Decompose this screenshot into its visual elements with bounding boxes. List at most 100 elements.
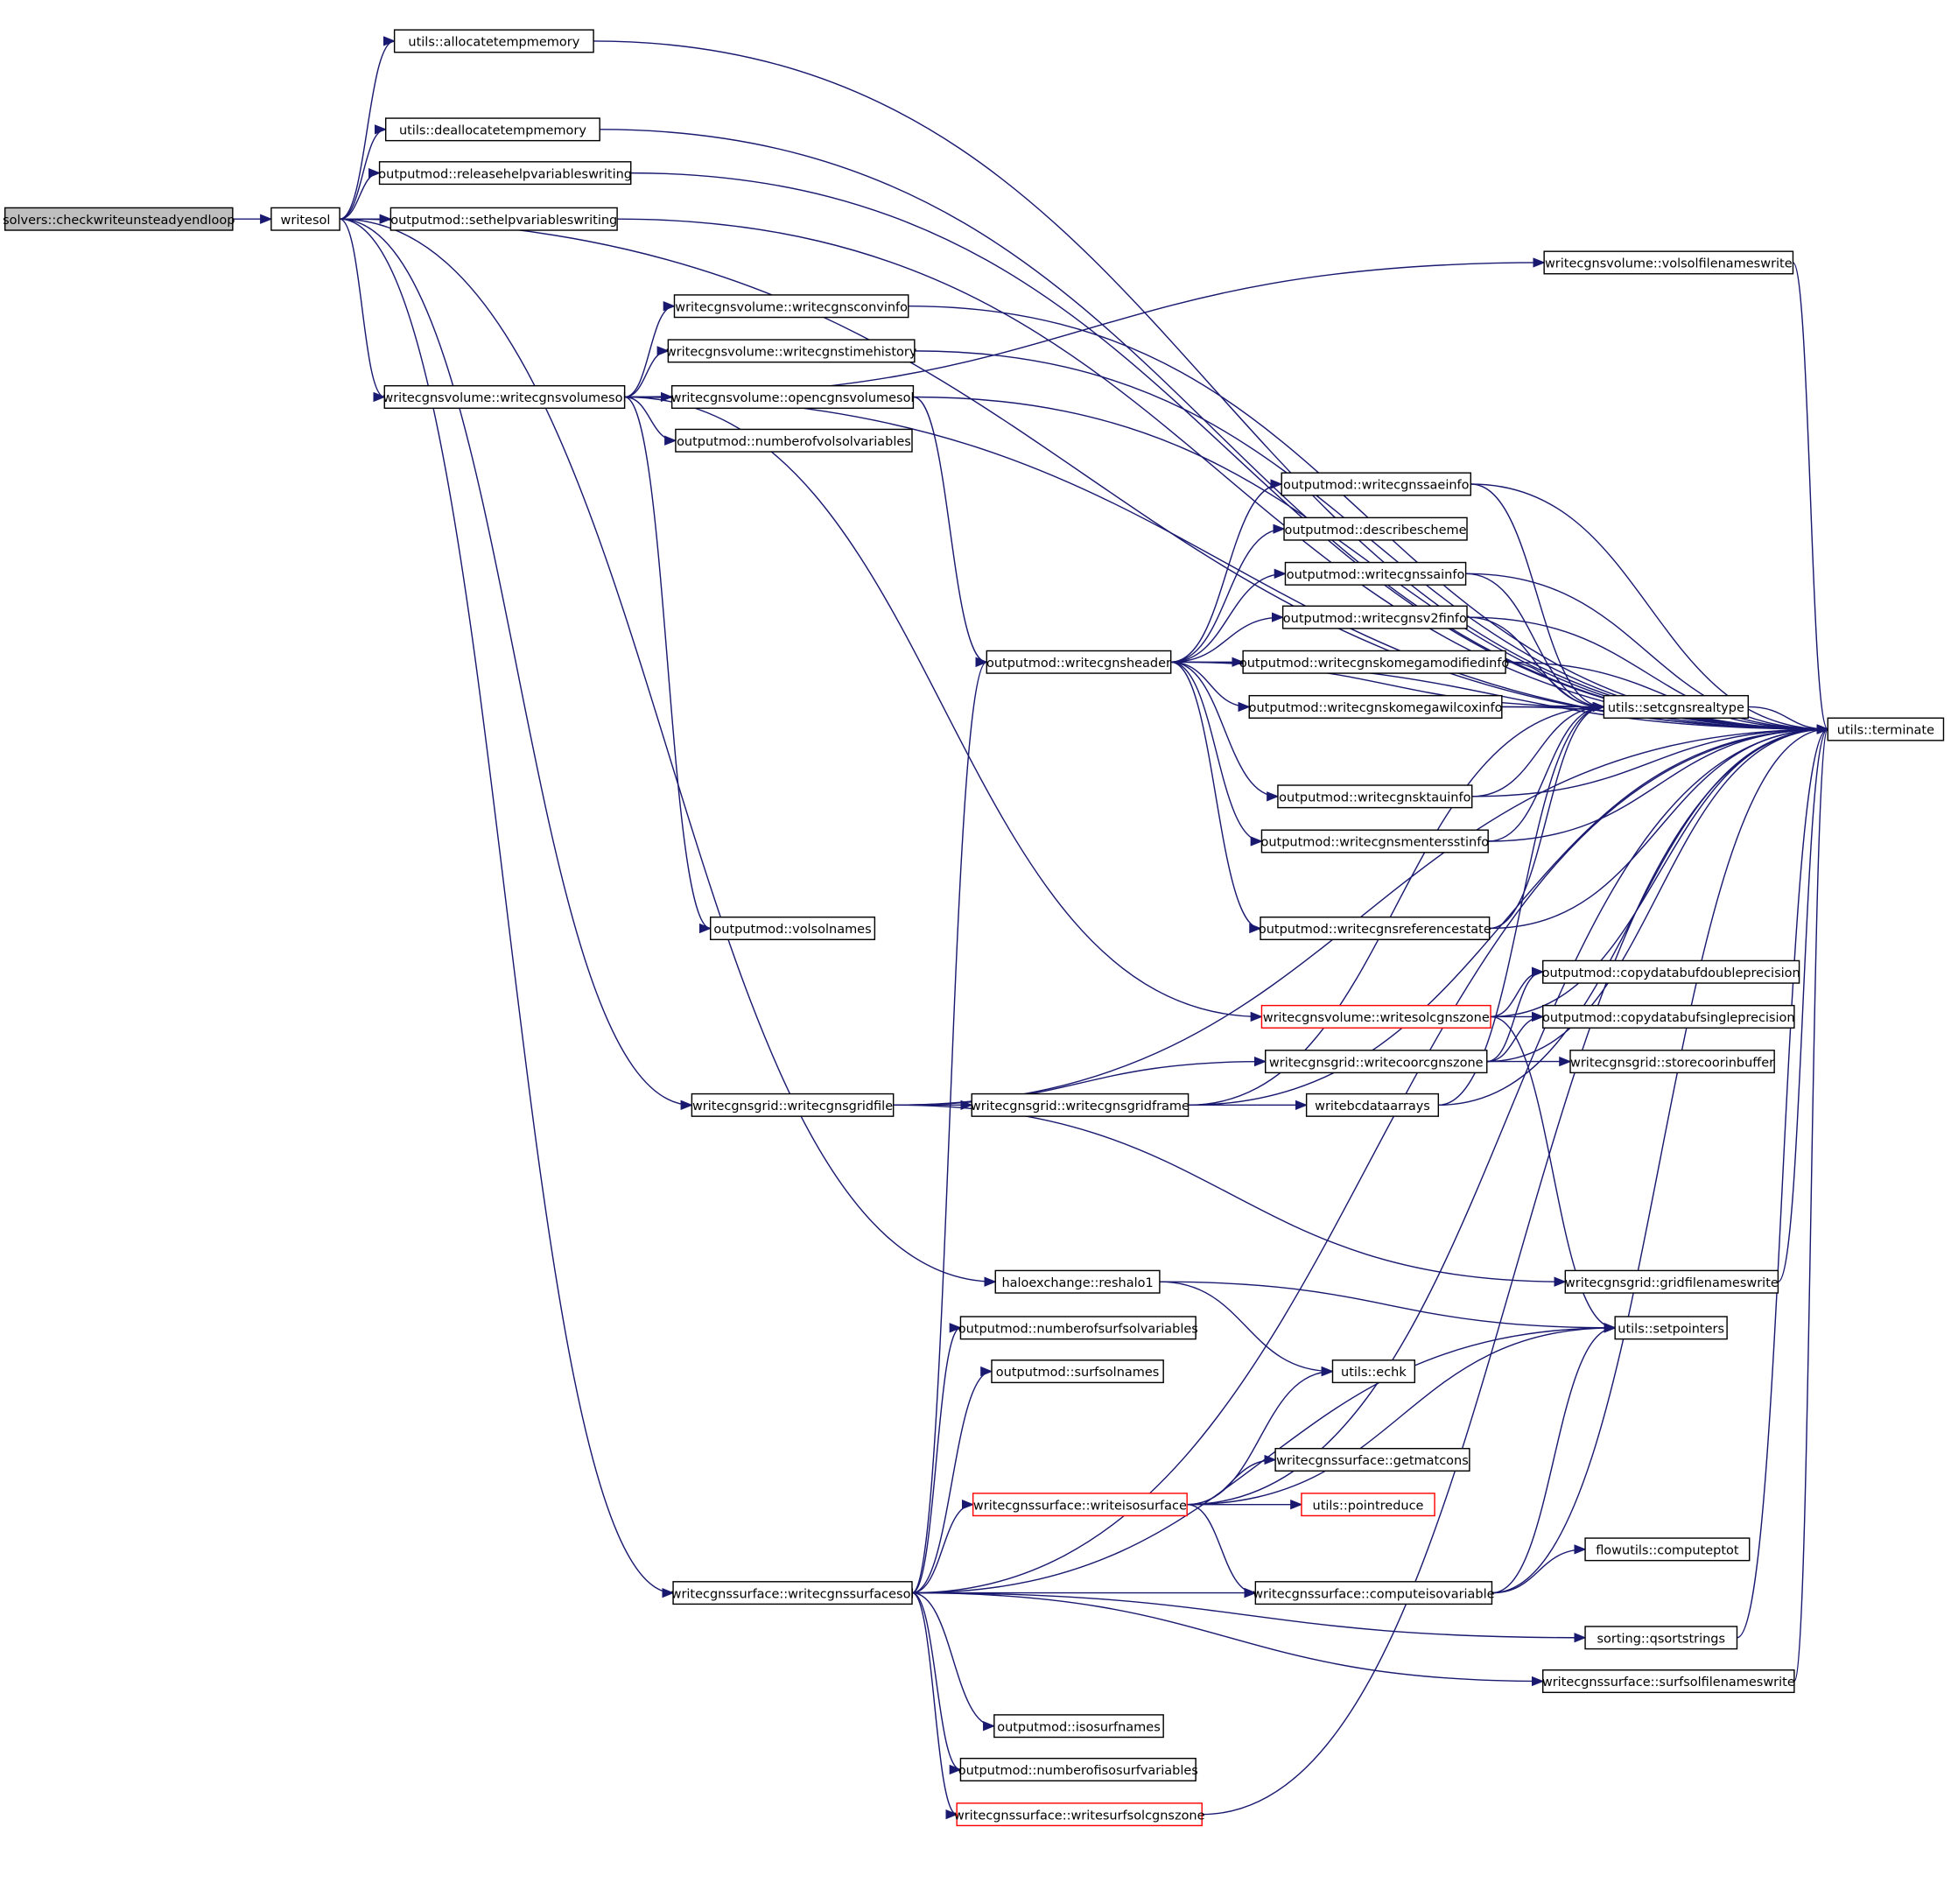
node-label[interactable]: outputmod::volsolnames	[713, 923, 871, 937]
node-describe[interactable]: outputmod::describescheme	[1283, 516, 1468, 541]
node-label[interactable]: writecgnsvolume::volsolfilenameswrite	[1545, 257, 1793, 271]
node-box[interactable]	[1254, 1581, 1493, 1605]
node-label[interactable]: outputmod::copydatabufdoubleprecision	[1542, 966, 1800, 980]
node-label[interactable]: writecgnssurface::writeisosurface	[973, 1499, 1187, 1513]
node-box[interactable]	[667, 339, 916, 363]
node-box[interactable]	[1827, 717, 1945, 741]
node-label[interactable]: flowutils::computeptot	[1596, 1544, 1739, 1558]
node-box[interactable]	[1542, 959, 1800, 984]
node-label[interactable]: outputmod::isosurfnames	[997, 1720, 1161, 1734]
node-sethelp[interactable]: outputmod::sethelpvariableswriting	[389, 207, 618, 231]
node-label[interactable]: utils::deallocatetempmemory	[399, 124, 586, 138]
node-label[interactable]: writecgnsvolume::opencgnsvolumesol	[671, 391, 915, 405]
node-allocate[interactable]: utils::allocatetempmemory	[393, 29, 594, 53]
node-gridfn[interactable]: writecgnsgrid::gridfilenameswrite	[1564, 1269, 1779, 1294]
node-box[interactable]	[1265, 1050, 1488, 1074]
node-coorzone[interactable]: writecgnsgrid::writecoorcgnszone	[1265, 1050, 1488, 1074]
node-label[interactable]: outputmod::writecgnskomegamodifiedinfo	[1239, 657, 1510, 671]
node-box[interactable]	[972, 1493, 1188, 1517]
node-numvolvars[interactable]: outputmod::numberofvolsolvariables	[675, 428, 913, 453]
node-label[interactable]: outputmod::writecgnssaeinfo	[1283, 479, 1470, 493]
node-box[interactable]	[675, 428, 913, 453]
node-box[interactable]	[383, 384, 626, 409]
node-label[interactable]: outputmod::writecgnsktauinfo	[1279, 790, 1470, 804]
node-isosurface[interactable]: writecgnssurface::writeisosurface	[972, 1493, 1188, 1517]
node-copydouble[interactable]: outputmod::copydatabufdoubleprecision	[1542, 959, 1800, 984]
node-qsort[interactable]: sorting::qsortstrings	[1584, 1626, 1738, 1650]
node-realtype[interactable]: utils::setcgnsrealtype	[1603, 694, 1749, 719]
node-bcdata[interactable]: writebcdataarrays	[1305, 1093, 1440, 1117]
node-box[interactable]	[1305, 1093, 1440, 1117]
node-surfacesol[interactable]: writecgnssurface::writecgnssurfacesol	[671, 1581, 915, 1605]
node-gridfile[interactable]: writecgnsgrid::writecgnsgridfile	[691, 1093, 895, 1117]
node-label[interactable]: outputmod::describescheme	[1285, 523, 1467, 537]
node-label[interactable]: writecgnssurface::writesurfsolcgnszone	[954, 1809, 1205, 1823]
node-deallocate[interactable]: utils::deallocatetempmemory	[384, 117, 600, 142]
node-box[interactable]	[1281, 605, 1468, 629]
node-label[interactable]: outputmod::numberofsurfsolvariables	[958, 1322, 1198, 1336]
node-getmatcons[interactable]: writecgnssurface::getmatcons	[1274, 1447, 1470, 1472]
node-surfsolfn[interactable]: writecgnssurface::surfsolfilenameswrite	[1542, 1669, 1795, 1694]
node-box[interactable]	[956, 1802, 1203, 1827]
node-box[interactable]	[1331, 1359, 1416, 1384]
node-box[interactable]	[1603, 694, 1749, 719]
node-gridframe[interactable]: writecgnsgrid::writecgnsgridframe	[971, 1093, 1190, 1117]
node-label[interactable]: writecgnsvolume::writecgnsconvinfo	[675, 300, 908, 314]
node-label[interactable]: writecgnssurface::computeisovariable	[1253, 1587, 1494, 1601]
node-label[interactable]: writecgnssurface::writecgnssurfacesol	[671, 1587, 915, 1601]
node-box[interactable]	[270, 207, 340, 231]
node-label[interactable]: writecgnsgrid::gridfilenameswrite	[1565, 1276, 1779, 1290]
node-label[interactable]: writecgnsgrid::writecgnsgridframe	[971, 1100, 1190, 1114]
node-label[interactable]: outputmod::sethelpvariableswriting	[390, 214, 617, 228]
node-convinfo[interactable]: writecgnsvolume::writecgnsconvinfo	[673, 294, 909, 319]
node-box[interactable]	[1584, 1537, 1751, 1562]
node-ktau[interactable]: outputmod::writecgnsktauinfo	[1277, 784, 1473, 809]
node-label[interactable]: writecgnsgrid::storecoorinbuffer	[1570, 1056, 1774, 1070]
node-box[interactable]	[1248, 694, 1503, 719]
node-box[interactable]	[1277, 784, 1473, 809]
node-kowilcox[interactable]: outputmod::writecgnskomegawilcoxinfo	[1248, 694, 1503, 719]
node-box[interactable]	[1542, 1004, 1795, 1029]
node-label[interactable]: sorting::qsortstrings	[1597, 1632, 1725, 1646]
node-box[interactable]	[393, 29, 594, 53]
node-label[interactable]: outputmod::writecgnsmentersstinfo	[1260, 836, 1489, 850]
node-label[interactable]: solvers::checkwriteunsteadyendloop	[3, 214, 235, 228]
node-box[interactable]	[672, 1581, 913, 1605]
node-label[interactable]: utils::pointreduce	[1313, 1499, 1424, 1513]
node-label[interactable]: writecgnsgrid::writecoorcgnszone	[1269, 1056, 1484, 1070]
node-label[interactable]: outputmod::copydatabufsingleprecision	[1542, 1011, 1795, 1025]
node-box[interactable]	[986, 650, 1172, 674]
node-label[interactable]: utils::echk	[1341, 1366, 1407, 1380]
node-computeptot[interactable]: flowutils::computeptot	[1584, 1537, 1751, 1562]
node-box[interactable]	[1614, 1316, 1728, 1340]
node-box[interactable]	[1564, 1269, 1779, 1294]
node-label[interactable]: writecgnsvolume::writecgnstimehistory	[666, 346, 917, 360]
node-box[interactable]	[1542, 1669, 1795, 1694]
node-label[interactable]: writesol	[281, 214, 331, 228]
node-box[interactable]	[673, 294, 909, 319]
node-label[interactable]: outputmod::numberofisosurfvariables	[958, 1764, 1198, 1778]
node-surfzone[interactable]: writecgnssurface::writesurfsolcgnszone	[954, 1802, 1205, 1827]
node-label[interactable]: utils::setpointers	[1618, 1322, 1724, 1336]
node-openvol[interactable]: writecgnsvolume::opencgnsvolumesol	[671, 384, 915, 409]
node-label[interactable]: outputmod::writecgnsheader	[986, 657, 1171, 671]
node-box[interactable]	[4, 207, 234, 231]
node-box[interactable]	[1543, 250, 1794, 275]
node-copysingle[interactable]: outputmod::copydatabufsingleprecision	[1542, 1004, 1795, 1029]
node-label[interactable]: outputmod::writecgnskomegawilcoxinfo	[1249, 701, 1503, 715]
node-box[interactable]	[1274, 1447, 1470, 1472]
node-refstate[interactable]: outputmod::writecgnsreferencestate	[1259, 916, 1491, 940]
node-box[interactable]	[389, 207, 618, 231]
node-box[interactable]	[384, 117, 600, 142]
node-label[interactable]: writebcdataarrays	[1315, 1100, 1430, 1114]
node-box[interactable]	[1283, 516, 1468, 541]
node-box[interactable]	[1569, 1050, 1775, 1074]
node-label[interactable]: writecgnssurface::surfsolfilenameswrite	[1542, 1676, 1795, 1690]
node-box[interactable]	[959, 1757, 1197, 1781]
node-label[interactable]: utils::terminate	[1837, 724, 1934, 738]
node-box[interactable]	[994, 1269, 1161, 1294]
node-box[interactable]	[1584, 1626, 1738, 1650]
node-solzone[interactable]: writecgnsvolume::writesolcgnszone	[1260, 1004, 1491, 1029]
node-box[interactable]	[971, 1093, 1190, 1117]
node-sainfo[interactable]: outputmod::writecgnssainfo	[1284, 561, 1467, 586]
